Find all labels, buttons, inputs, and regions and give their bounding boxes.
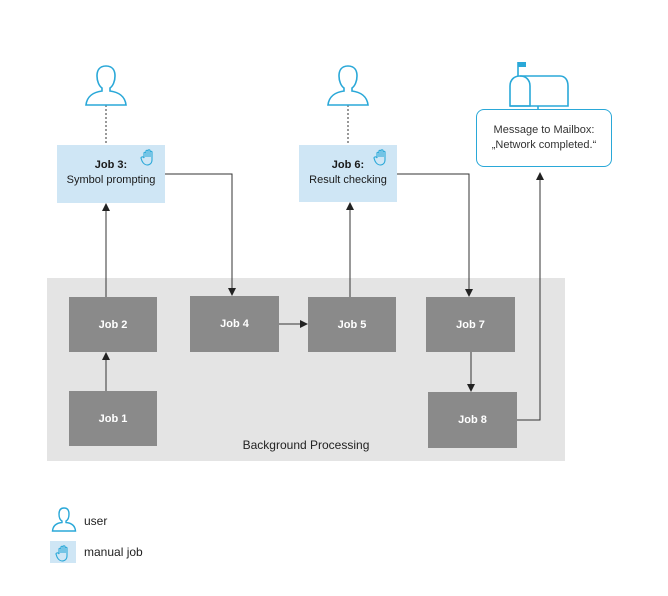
job-5: Job 5 — [308, 297, 396, 352]
job-3-subtitle: Symbol prompting — [66, 174, 156, 186]
user-icon — [327, 65, 369, 106]
arrow-job3-job4 — [165, 173, 236, 296]
job-7: Job 7 — [426, 297, 515, 352]
job-4: Job 4 — [190, 296, 279, 352]
legend-manual-label: manual job — [84, 545, 143, 559]
background-processing-label: Background Processing — [242, 438, 370, 452]
hand-icon — [55, 545, 68, 562]
mailbox-message-box: Message to Mailbox: „Network completed.“ — [476, 109, 612, 167]
mailbox-message-line2: „Network completed.“ — [491, 139, 597, 151]
job-3-manual: Job 3: Symbol prompting — [57, 145, 165, 203]
job-1: Job 1 — [69, 391, 157, 446]
job-6-title: Job 6: — [331, 159, 365, 171]
job-2: Job 2 — [69, 297, 157, 352]
hand-icon — [140, 149, 153, 166]
mailbox-icon — [509, 62, 569, 109]
arrow-job6-job7 — [397, 173, 473, 297]
job-3-title: Job 3: — [94, 159, 128, 171]
arrow-job8-mailbox — [517, 172, 544, 421]
user-icon — [51, 507, 77, 532]
mailbox-message-line1: Message to Mailbox: — [493, 124, 595, 136]
legend-user-label: user — [84, 514, 108, 528]
job-8: Job 8 — [428, 392, 517, 448]
hand-icon — [373, 149, 386, 166]
user-icon — [85, 65, 127, 106]
job-6-subtitle: Result checking — [309, 174, 387, 186]
